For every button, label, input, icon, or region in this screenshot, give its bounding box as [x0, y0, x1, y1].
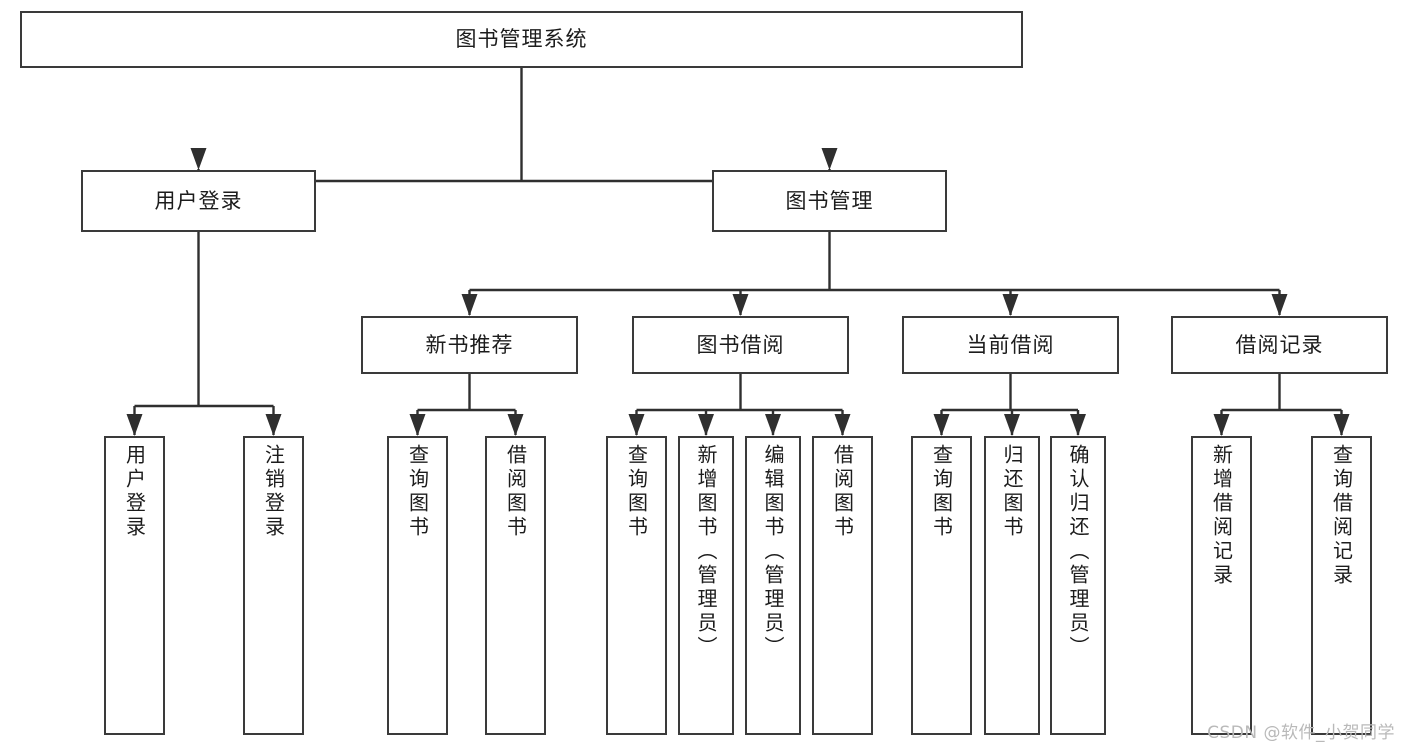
node-label: 新增借阅记录 — [1209, 444, 1234, 588]
node-label: 注销登录 — [261, 444, 286, 540]
node-leaf-new-2[interactable]: 借阅图书 — [485, 436, 546, 735]
node-label: 借阅图书 — [503, 444, 528, 540]
node-leaf-borrow-4[interactable]: 借阅图书 — [812, 436, 873, 735]
arrowhead-leaf-borrow-4 — [834, 414, 851, 436]
arrowhead-leaf-login-2 — [265, 414, 282, 436]
node-leaf-rec-2[interactable]: 查询借阅记录 — [1311, 436, 1372, 735]
arrowhead-leaf-borrow-1 — [628, 414, 645, 436]
node-label: 查询借阅记录 — [1329, 444, 1354, 588]
node-label: 图书管理 — [785, 188, 874, 213]
arrowhead-leaf-cur-1 — [933, 414, 950, 436]
arrowhead-borrow — [732, 294, 749, 316]
watermark: CSDN @软件_小贺同学 — [1207, 723, 1395, 743]
node-newbook[interactable]: 新书推荐 — [361, 316, 578, 374]
node-label: 新书推荐 — [425, 332, 514, 357]
node-leaf-rec-1[interactable]: 新增借阅记录 — [1191, 436, 1252, 735]
node-label: 查询图书 — [929, 444, 954, 540]
node-login[interactable]: 用户登录 — [81, 170, 316, 232]
node-leaf-borrow-3[interactable]: 编辑图书（管理员） — [745, 436, 801, 735]
node-bookmgmt[interactable]: 图书管理 — [712, 170, 947, 232]
node-label: 当前借阅 — [966, 332, 1055, 357]
node-label: 图书管理系统 — [455, 27, 588, 52]
arrowhead-leaf-login-1 — [126, 414, 143, 436]
arrowhead-leaf-borrow-3 — [765, 414, 781, 436]
node-label: 用户登录 — [122, 444, 147, 540]
arrowhead-leaf-new-1 — [409, 414, 426, 436]
node-label: 图书借阅 — [696, 332, 785, 357]
node-leaf-login-2[interactable]: 注销登录 — [243, 436, 304, 735]
node-records[interactable]: 借阅记录 — [1171, 316, 1388, 374]
node-borrow[interactable]: 图书借阅 — [632, 316, 849, 374]
arrowhead-leaf-cur-2 — [1004, 414, 1020, 436]
node-label: 查询图书 — [624, 444, 649, 540]
arrowhead-leaf-cur-3 — [1070, 414, 1086, 436]
node-leaf-cur-2[interactable]: 归还图书 — [984, 436, 1040, 735]
node-label: 用户登录 — [154, 188, 243, 213]
node-label: 确认归还（管理员） — [1066, 444, 1090, 660]
node-leaf-cur-3[interactable]: 确认归还（管理员） — [1050, 436, 1106, 735]
arrowhead-records — [1271, 294, 1288, 316]
node-label: 新增图书（管理员） — [694, 444, 718, 660]
node-label: 查询图书 — [405, 444, 430, 540]
arrowhead-leaf-rec-1 — [1213, 414, 1230, 436]
arrowhead-current — [1002, 294, 1019, 316]
arrowhead-leaf-borrow-2 — [698, 414, 714, 436]
arrowhead-login — [190, 148, 207, 170]
node-leaf-cur-1[interactable]: 查询图书 — [911, 436, 972, 735]
arrowhead-newbook — [461, 294, 478, 316]
arrowhead-leaf-new-2 — [507, 414, 524, 436]
node-label: 借阅图书 — [830, 444, 855, 540]
node-leaf-borrow-1[interactable]: 查询图书 — [606, 436, 667, 735]
arrowhead-leaf-rec-2 — [1333, 414, 1350, 436]
node-label: 归还图书 — [1000, 444, 1024, 540]
node-leaf-borrow-2[interactable]: 新增图书（管理员） — [678, 436, 734, 735]
node-leaf-login-1[interactable]: 用户登录 — [104, 436, 165, 735]
arrowhead-bookmgmt — [821, 148, 838, 170]
node-root[interactable]: 图书管理系统 — [20, 11, 1023, 68]
node-current[interactable]: 当前借阅 — [902, 316, 1119, 374]
node-leaf-new-1[interactable]: 查询图书 — [387, 436, 448, 735]
node-label: 编辑图书（管理员） — [761, 444, 785, 660]
node-label: 借阅记录 — [1235, 332, 1324, 357]
